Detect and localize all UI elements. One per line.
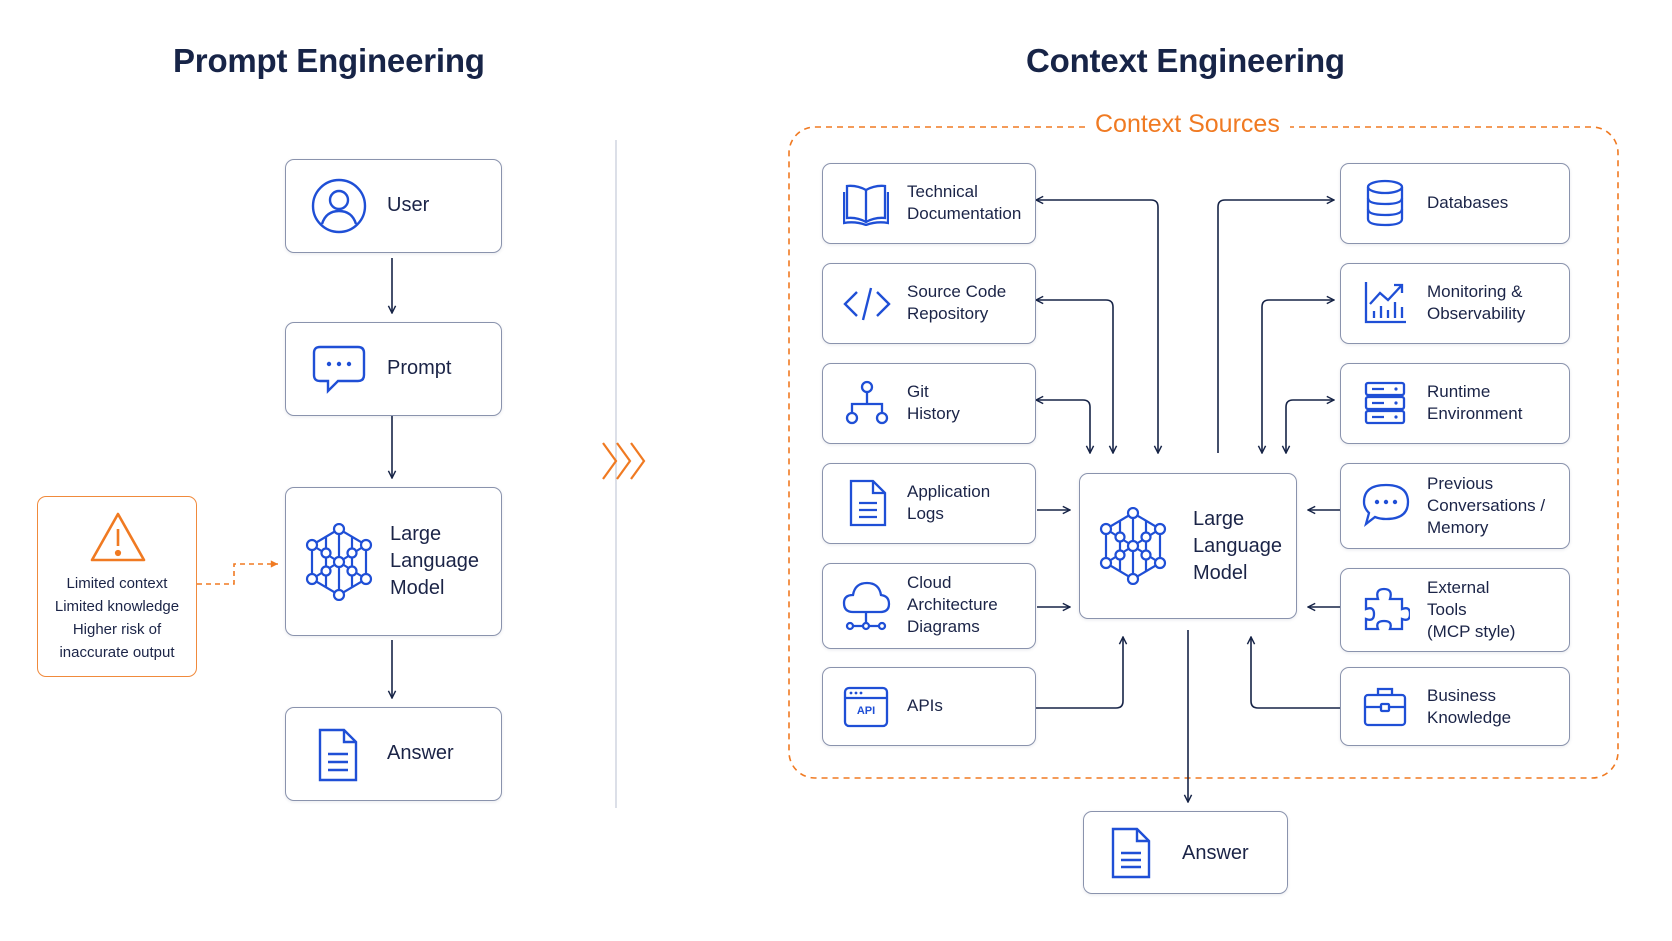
- source-business-knowledge: Business Knowledge: [1340, 667, 1570, 746]
- source-label: Technical Documentation: [907, 182, 1022, 223]
- database-icon: [1365, 179, 1405, 227]
- neural-network-icon: [1098, 507, 1168, 585]
- transition-chevrons-icon: [602, 442, 646, 480]
- conn-techdoc: [1036, 200, 1158, 453]
- answer-box-right: Answer: [1083, 811, 1288, 894]
- source-label: Cloud Architecture Diagrams: [907, 573, 998, 636]
- prompt-engineering-title: Prompt Engineering: [173, 42, 485, 79]
- prompt-label: Prompt: [387, 357, 452, 379]
- document-icon: [848, 479, 888, 527]
- context-sources-label: Context Sources: [1085, 110, 1290, 139]
- source-cloud-architecture-diagrams: Cloud Architecture Diagrams: [822, 563, 1036, 649]
- source-label: External Tools (MCP style): [1427, 578, 1516, 641]
- llm-box-right: Large Language Model: [1079, 473, 1297, 619]
- source-apis: API APIs: [822, 667, 1036, 746]
- neural-network-icon: [304, 523, 374, 601]
- puzzle-icon: [1362, 585, 1410, 633]
- source-label: Git History: [907, 382, 960, 423]
- chat-bubble-icon: [312, 345, 366, 395]
- source-git-history: Git History: [822, 363, 1036, 444]
- warning-line-2: Limited knowledge: [54, 598, 180, 615]
- source-runtime-environment: Runtime Environment: [1340, 363, 1570, 444]
- conn-git: [1036, 400, 1090, 453]
- document-icon: [316, 728, 360, 782]
- source-label: Monitoring & Observability: [1427, 282, 1526, 323]
- cloud-network-icon: [841, 578, 891, 634]
- source-application-logs: Application Logs: [822, 463, 1036, 544]
- chart-icon: [1364, 280, 1408, 324]
- source-label: APIs: [907, 696, 943, 715]
- source-label: Business Knowledge: [1427, 686, 1512, 727]
- api-icon-text: API: [856, 705, 876, 717]
- answer-label-right: Answer: [1182, 842, 1249, 864]
- conn-business: [1251, 637, 1340, 709]
- conn-monitoring: [1262, 300, 1334, 453]
- answer-label-left: Answer: [387, 742, 454, 764]
- source-external-tools: External Tools (MCP style): [1340, 568, 1570, 652]
- source-source-code-repository: Source Code Repository: [822, 263, 1036, 344]
- conn-runtime: [1286, 400, 1334, 453]
- code-icon: [843, 286, 891, 322]
- warning-line-1: Limited context: [66, 575, 168, 592]
- prompt-box: Prompt: [285, 322, 502, 416]
- source-label: Runtime Environment: [1427, 382, 1523, 423]
- chat-bubble-icon: [1361, 482, 1411, 528]
- conn-apis: [1036, 637, 1123, 709]
- warning-icon: [89, 511, 147, 563]
- book-icon: [843, 182, 889, 226]
- source-label: Application Logs: [907, 482, 991, 523]
- limitations-box: Limited context Limited knowledge Higher…: [37, 496, 197, 677]
- arrow-warning-llm: [197, 560, 278, 585]
- server-icon: [1364, 381, 1406, 425]
- user-icon: [310, 177, 368, 235]
- warning-line-4: inaccurate output: [59, 644, 175, 661]
- api-icon: API: [843, 686, 889, 728]
- source-databases: Databases: [1340, 163, 1570, 244]
- source-label: Databases: [1427, 193, 1509, 212]
- document-icon: [1110, 827, 1152, 879]
- warning-line-3: Higher risk of: [72, 621, 162, 638]
- user-label: User: [387, 194, 430, 216]
- source-label: Source Code Repository: [907, 282, 1007, 323]
- llm-box-left: Large Language Model: [285, 487, 502, 636]
- conn-sourcecode: [1036, 300, 1113, 453]
- git-branch-icon: [845, 380, 889, 426]
- conn-databases: [1217, 200, 1334, 453]
- user-box: User: [285, 159, 502, 253]
- source-previous-conversations-memory: Previous Conversations / Memory: [1340, 463, 1570, 549]
- answer-box-left: Answer: [285, 707, 502, 801]
- source-label: Previous Conversations / Memory: [1427, 474, 1546, 537]
- llm-label-left: Large Language Model: [390, 523, 479, 599]
- llm-label-right: Large Language Model: [1193, 508, 1282, 584]
- context-engineering-title: Context Engineering: [1026, 42, 1345, 79]
- source-monitoring-observability: Monitoring & Observability: [1340, 263, 1570, 344]
- briefcase-icon: [1363, 685, 1407, 727]
- source-technical-documentation: Technical Documentation: [822, 163, 1036, 244]
